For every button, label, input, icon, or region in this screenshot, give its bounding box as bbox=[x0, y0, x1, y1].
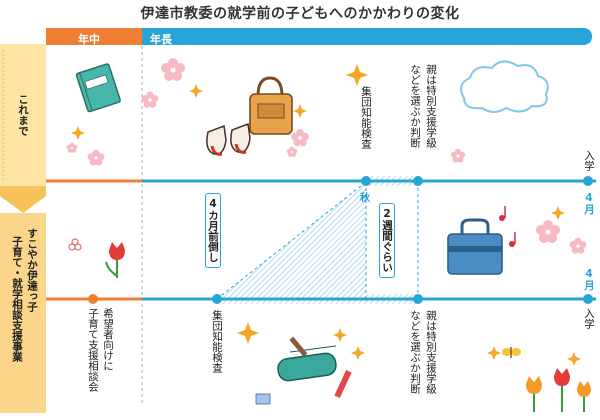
sparkle-icon bbox=[567, 352, 581, 366]
sparkle-icon bbox=[237, 322, 259, 344]
after-decision-line2: などを選ぶか判断 bbox=[409, 310, 421, 394]
before-month-text: 4月 bbox=[583, 192, 595, 215]
dot-after-decision bbox=[413, 294, 423, 304]
nenchu-label: 年中 bbox=[78, 33, 100, 46]
music-note-icon bbox=[499, 206, 516, 247]
flower-icon bbox=[569, 237, 587, 254]
flower-icon bbox=[87, 149, 105, 166]
diagram-title: 伊達市教委の就学前の子どもへのかかわりの変化 bbox=[140, 6, 460, 22]
nenchu-bar bbox=[46, 28, 142, 45]
cloud-icon bbox=[460, 60, 549, 113]
dot-before-exam bbox=[361, 176, 371, 186]
sparkle-icon bbox=[551, 206, 565, 220]
row-label-after-line1: すこやか伊達っ子 bbox=[26, 228, 38, 312]
advance-triangle bbox=[217, 182, 366, 299]
flower-icon bbox=[68, 238, 82, 251]
notebook-icon bbox=[75, 63, 121, 113]
side-band-arrow bbox=[0, 186, 46, 213]
flower-icon bbox=[536, 220, 560, 243]
dot-before-decision bbox=[413, 176, 423, 186]
flower-icon bbox=[291, 129, 309, 147]
sparkle-icon bbox=[351, 346, 365, 360]
flower-icon bbox=[450, 148, 466, 163]
sparkle-icon bbox=[333, 328, 347, 342]
dot-after-consult bbox=[88, 294, 98, 304]
bag-icon bbox=[447, 218, 503, 275]
after-decision-line1: 親は特別支援学級 bbox=[425, 310, 437, 394]
autumn-label: 秋 bbox=[360, 193, 370, 204]
before-entry-text: 入学 bbox=[583, 150, 595, 171]
flower-icon bbox=[161, 58, 185, 81]
row-label-before: これまで bbox=[17, 94, 29, 136]
sparkle-icon bbox=[71, 126, 85, 140]
sparkle-icon bbox=[487, 346, 501, 360]
sparkle-icon bbox=[189, 84, 203, 98]
after-entry-text: 入学 bbox=[583, 308, 595, 329]
sparkle-icon bbox=[293, 104, 307, 118]
nencho-bar bbox=[142, 28, 592, 45]
flower-icon bbox=[141, 91, 159, 108]
pencil-case-icon bbox=[255, 336, 352, 405]
tulip-icon bbox=[105, 242, 125, 278]
nencho-label: 年長 bbox=[150, 33, 172, 46]
side-band-after bbox=[0, 213, 46, 413]
before-decision-line2: などを選ぶか判断 bbox=[409, 64, 421, 148]
side-band-before bbox=[0, 44, 46, 196]
dot-after-entry bbox=[583, 294, 593, 304]
dot-after-exam bbox=[212, 294, 222, 304]
two-weeks-box: 2週間ぐらい bbox=[379, 203, 395, 278]
flower-icon bbox=[66, 142, 78, 153]
after-consult-line2: 子育て支援相談会 bbox=[87, 308, 99, 392]
flower-icon bbox=[286, 146, 298, 157]
shoes-icon bbox=[206, 122, 251, 156]
advance-box: 4カ月前倒し bbox=[205, 193, 221, 268]
after-exam-text: 集団知能検査 bbox=[211, 310, 223, 373]
tulip-icon bbox=[526, 368, 591, 412]
sparkle-icon bbox=[346, 64, 368, 86]
row-label-after-line2: 子育て・就学相談支援事業 bbox=[11, 236, 23, 362]
before-exam-text: 集団知能検査 bbox=[360, 86, 372, 149]
before-decision-line1: 親は特別支援学級 bbox=[425, 64, 437, 148]
butterfly-icon bbox=[502, 347, 521, 358]
backpack-icon bbox=[249, 76, 293, 135]
after-consult-line1: 希望者向けに bbox=[102, 308, 114, 371]
dot-before-entry bbox=[583, 176, 593, 186]
after-month-text: 4月 bbox=[583, 268, 595, 291]
